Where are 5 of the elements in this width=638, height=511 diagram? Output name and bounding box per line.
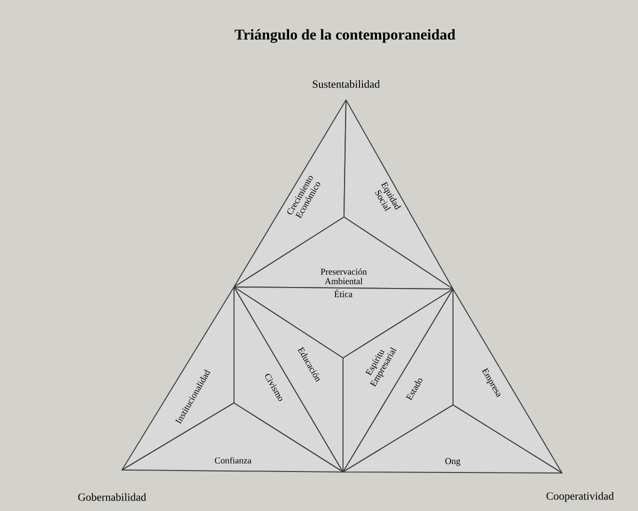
vertex-label: Cooperatividad xyxy=(546,492,614,502)
vertex-label: Sustentabilidad xyxy=(312,80,380,88)
triangle-region: Ong xyxy=(342,404,562,474)
vertex-label: Gobernabilidad xyxy=(78,493,146,501)
title: Triángulo de la contemporaneidad xyxy=(234,29,456,43)
